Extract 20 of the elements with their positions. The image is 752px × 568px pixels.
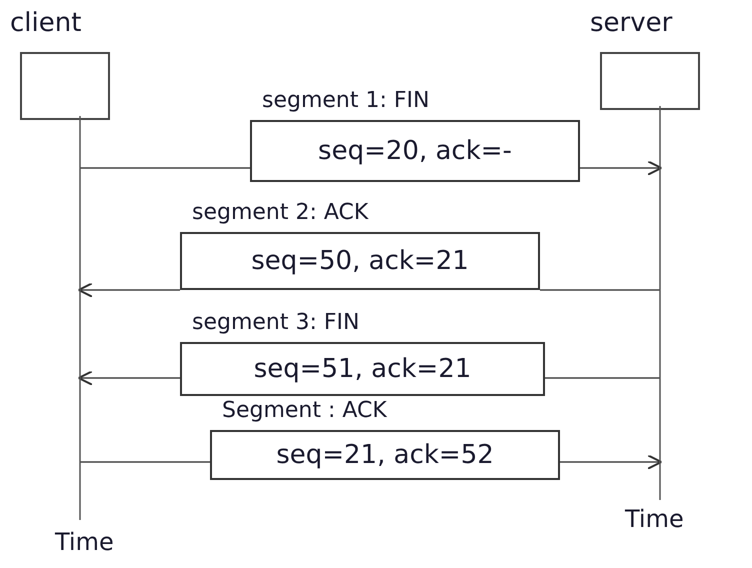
message-line <box>545 377 660 379</box>
segment-label: segment 2: ACK <box>192 200 368 225</box>
sequence-ack-text: seq=50, ack=21 <box>251 246 469 276</box>
sequence-ack-text: seq=20, ack=- <box>318 136 512 166</box>
message-line <box>80 167 250 169</box>
arrow <box>560 454 662 470</box>
participant-name: server <box>590 8 672 38</box>
segment-label: segment 1: FIN <box>262 88 430 113</box>
arrow <box>78 282 180 298</box>
segment-label: Segment : ACK <box>222 398 387 423</box>
segment-label: segment 3: FIN <box>192 310 360 335</box>
sequence-ack-text: seq=51, ack=21 <box>254 354 472 384</box>
time-axis-label: Time <box>55 528 114 556</box>
time-axis-label: Time <box>625 505 684 533</box>
arrow <box>580 160 662 176</box>
message-line <box>80 461 210 463</box>
message-line <box>540 289 660 291</box>
arrow <box>78 370 180 386</box>
sequence-ack-text: seq=21, ack=52 <box>276 440 494 470</box>
participant-name: client <box>10 8 82 38</box>
